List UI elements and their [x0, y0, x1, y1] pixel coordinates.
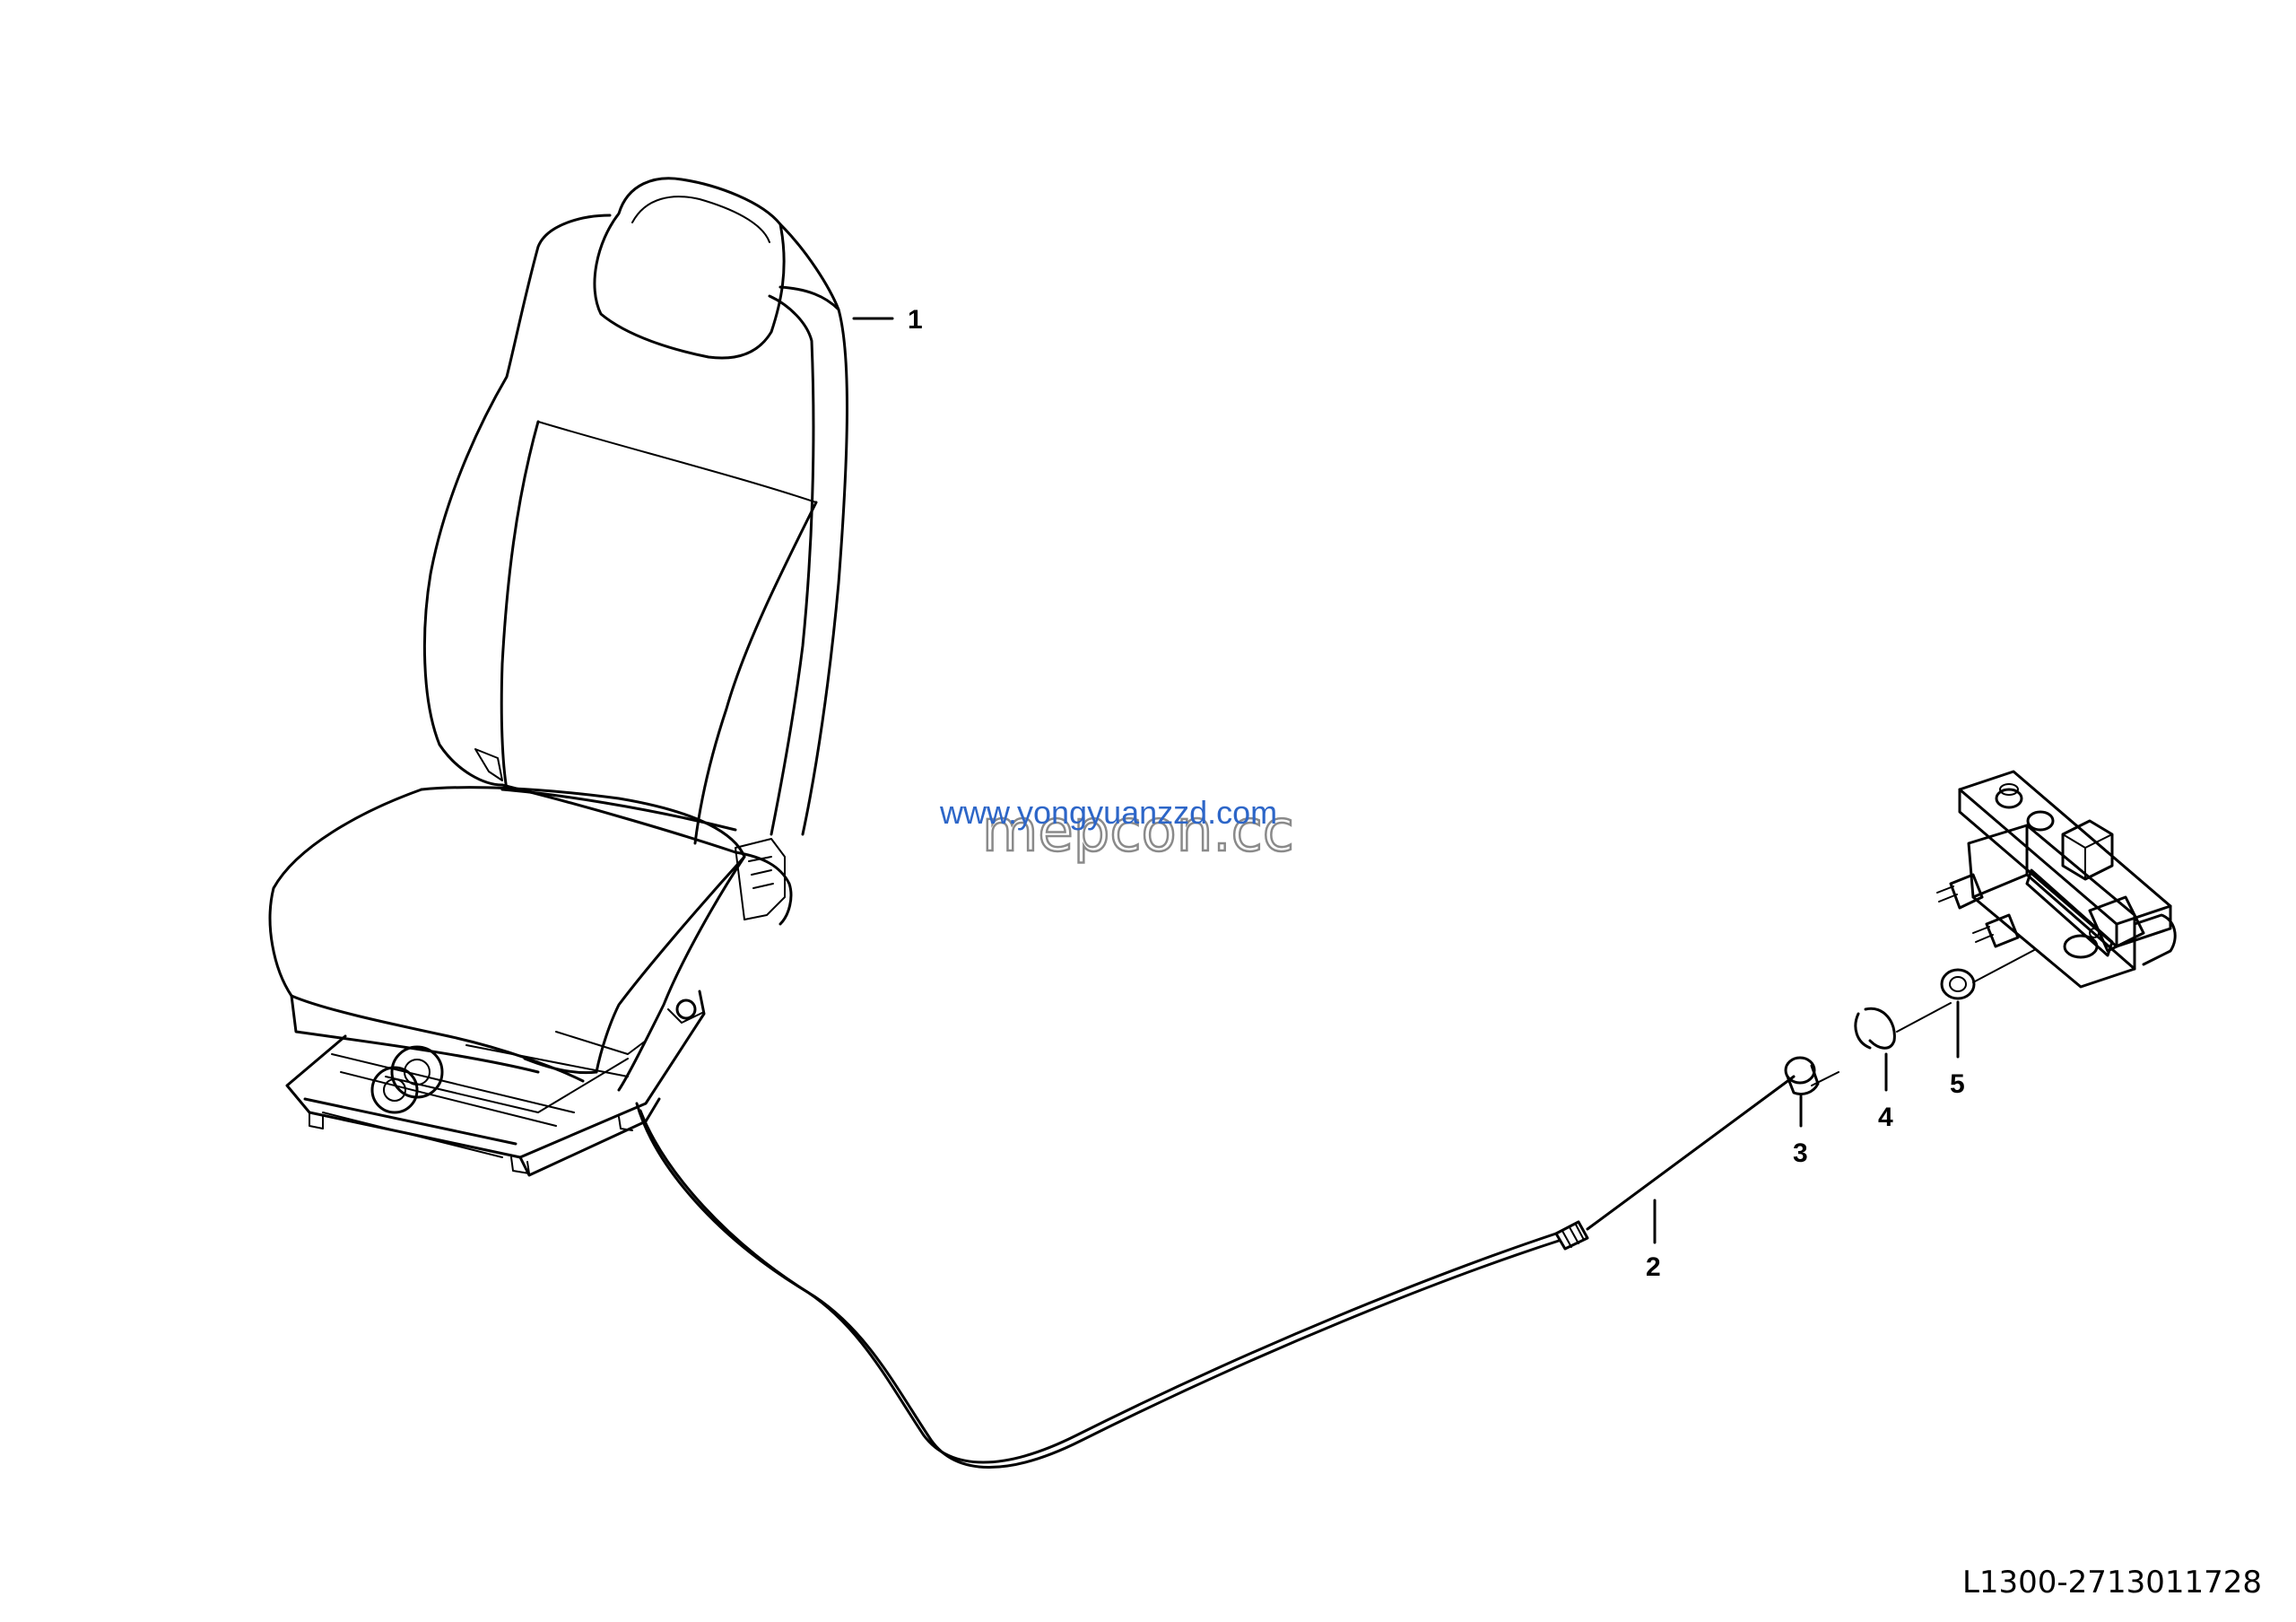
watermark-primary: mepcon.cc	[982, 798, 1294, 865]
drawing-number: L1300-2713011728	[1962, 1565, 2262, 1600]
callout-4: 4	[1878, 1103, 1893, 1132]
callout-3: 3	[1793, 1138, 1808, 1168]
callout-1: 1	[908, 305, 923, 335]
watermark-secondary: www.yongyuanzzd.com	[939, 794, 1277, 831]
valve-drawing	[1936, 770, 2177, 989]
callout-2: 2	[1646, 1252, 1661, 1282]
leader-lines	[852, 317, 1960, 1244]
nut-drawing	[1784, 1056, 1839, 1096]
callout-5: 5	[1950, 1069, 1965, 1099]
grommet-drawing	[1940, 948, 2037, 1000]
cable-drawing	[635, 1075, 1796, 1469]
seat-drawing	[268, 177, 848, 1177]
ring-drawing	[1854, 1002, 1952, 1050]
